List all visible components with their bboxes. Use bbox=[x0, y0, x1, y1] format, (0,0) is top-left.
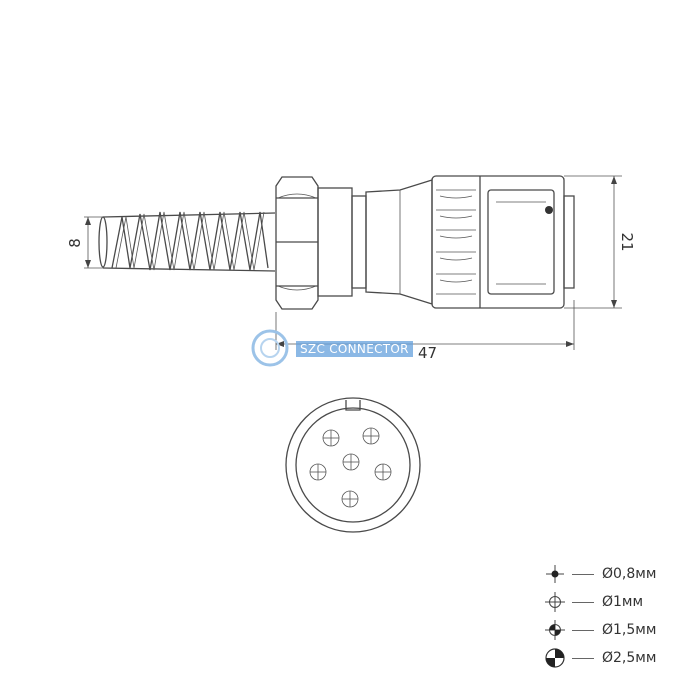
legend-row: Ø1мм bbox=[540, 588, 690, 616]
cable-diameter-label: 8 bbox=[66, 238, 84, 248]
cable-spring bbox=[98, 211, 276, 272]
watermark-text: SZC CONNECTOR bbox=[296, 341, 413, 357]
body-diameter-label: 21 bbox=[618, 232, 636, 251]
pin-4 bbox=[342, 453, 360, 471]
legend-label: Ø1,5мм bbox=[602, 622, 657, 638]
legend-dash bbox=[572, 629, 594, 631]
coupling-ring bbox=[431, 175, 575, 309]
pin-0-8mm-icon bbox=[540, 562, 570, 586]
pin-1mm-icon bbox=[540, 590, 570, 614]
legend-row: Ø2,5мм bbox=[540, 644, 690, 672]
legend-label: Ø1мм bbox=[602, 594, 644, 610]
pin-2 bbox=[362, 427, 380, 445]
legend-label: Ø2,5мм bbox=[602, 650, 657, 666]
legend-dash bbox=[572, 601, 594, 603]
hex-nut bbox=[275, 176, 319, 310]
legend-row: Ø1,5мм bbox=[540, 616, 690, 644]
pin-1-5mm-icon bbox=[540, 618, 570, 642]
connector-side-view bbox=[98, 175, 575, 310]
dimension-cable: 8 bbox=[66, 216, 103, 269]
dimension-body: 21 bbox=[564, 175, 636, 309]
pin-6 bbox=[341, 490, 359, 508]
pin-3 bbox=[309, 463, 327, 481]
pin-5 bbox=[374, 463, 392, 481]
pin-size-legend: Ø0,8мм Ø1мм Ø1,5мм Ø2,5мм bbox=[540, 560, 690, 672]
watermark-logo-icon bbox=[251, 329, 289, 367]
legend-row: Ø0,8мм bbox=[540, 560, 690, 588]
connector-front-view bbox=[285, 397, 421, 533]
watermark: SZC CONNECTOR bbox=[250, 326, 450, 370]
neck bbox=[365, 179, 433, 305]
pin-2-5mm-icon bbox=[540, 646, 570, 670]
legend-dash bbox=[572, 573, 594, 575]
overall-length-label: 47 bbox=[418, 344, 437, 362]
legend-label: Ø0,8мм bbox=[602, 566, 657, 582]
pin-1 bbox=[322, 429, 340, 447]
legend-dash bbox=[572, 657, 594, 659]
collar bbox=[317, 187, 367, 297]
